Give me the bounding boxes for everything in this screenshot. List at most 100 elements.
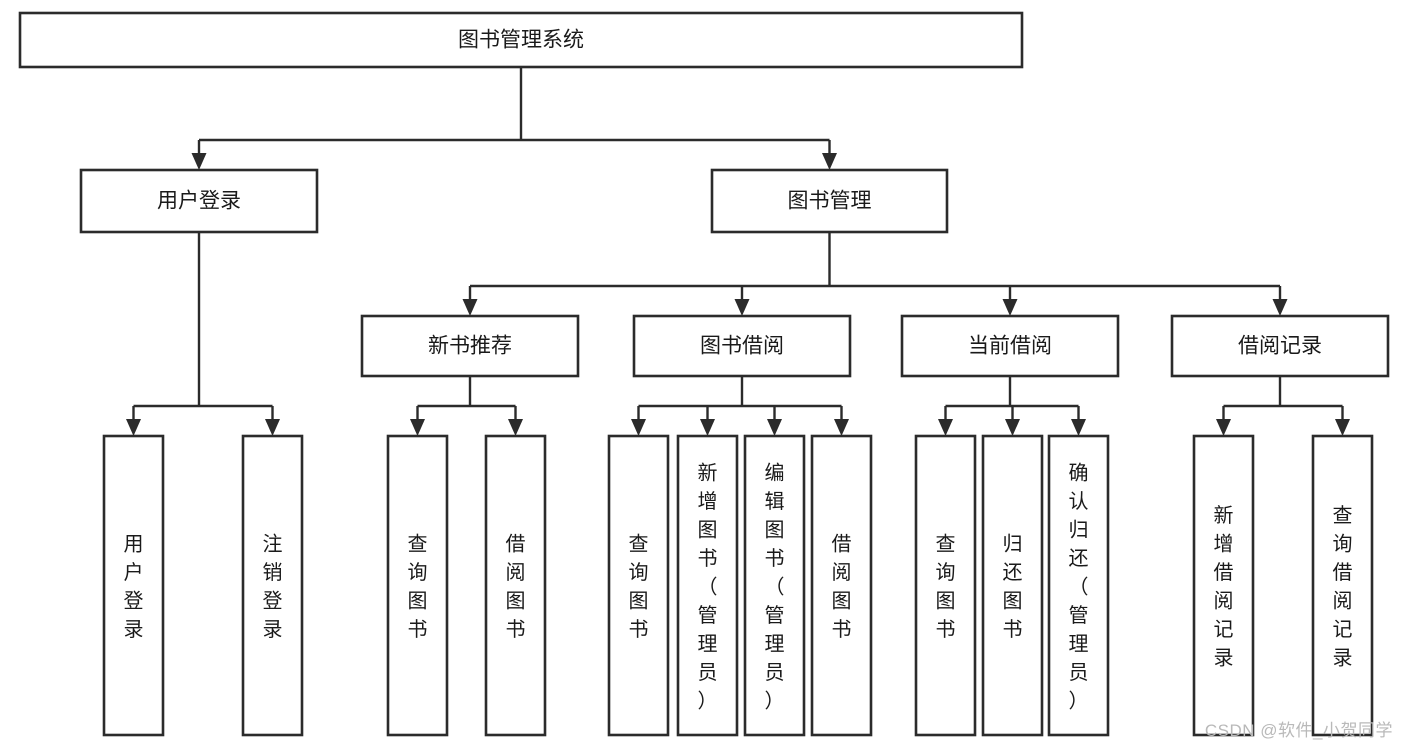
node-label-char: 理 (1069, 633, 1089, 655)
arrow-head-icon (462, 299, 478, 316)
node-box[interactable] (710, 168, 949, 234)
node-label-char: 归 (1069, 518, 1089, 541)
node-label-char: 询 (629, 561, 649, 584)
node-label: 图书借阅 (700, 335, 784, 358)
arrow-head-icon (1005, 419, 1020, 436)
node-label-char: 阅 (832, 561, 852, 584)
node-label: 注销登录 (263, 533, 283, 642)
node-box[interactable] (241, 434, 304, 737)
node-leaf-edit-book[interactable]: 编辑图书（管理员） (743, 434, 806, 737)
node-book-manage[interactable]: 图书管理 (710, 168, 949, 234)
node-leaf-confirm-return[interactable]: 确认归还（管理员） (1047, 434, 1110, 737)
node-box[interactable] (1047, 434, 1110, 737)
node-label-char: 阅 (506, 561, 526, 584)
node-label-char: 注 (263, 533, 283, 556)
node-label: 用户登录 (157, 190, 241, 213)
node-leaf-user-login[interactable]: 用户登录 (102, 434, 165, 737)
node-label-char: 阅 (1214, 590, 1234, 613)
node-box[interactable] (484, 434, 547, 737)
node-leaf-logout[interactable]: 注销登录 (241, 434, 304, 737)
node-user-login[interactable]: 用户登录 (79, 168, 319, 234)
node-box[interactable] (1192, 434, 1255, 737)
node-box[interactable] (981, 434, 1044, 737)
node-label-char: 管 (1069, 604, 1089, 627)
node-leaf-borrow-book-2[interactable]: 借阅图书 (810, 434, 873, 737)
node-label-char: 查 (936, 533, 956, 556)
node-box[interactable] (632, 314, 852, 378)
edge-group (1216, 376, 1350, 436)
node-box[interactable] (79, 168, 319, 234)
arrow-head-icon (1216, 419, 1231, 436)
csdn-watermark: CSDN @软件_小贺同学 (1204, 721, 1393, 740)
node-book-borrow[interactable]: 图书借阅 (632, 314, 852, 378)
node-label-char: 员 (698, 662, 718, 684)
node-label-char: 图 (832, 591, 852, 613)
node-borrow-record[interactable]: 借阅记录 (1170, 314, 1390, 378)
edge-group (191, 67, 837, 170)
node-box[interactable] (102, 434, 165, 737)
node-leaf-add-book[interactable]: 新增图书（管理员） (676, 434, 739, 737)
node-label-char: 书 (698, 547, 718, 570)
node-label-char: 图 (698, 519, 718, 541)
node-label-char: 员 (765, 662, 785, 684)
node-label: 新增借阅记录 (1214, 504, 1234, 670)
node-label-char: 询 (408, 561, 428, 584)
node-label-char: 书 (506, 618, 526, 641)
arrow-head-icon (265, 419, 280, 436)
node-label-char: 新 (1214, 504, 1234, 527)
node-label-char: 借 (506, 533, 526, 556)
node-label-char: 录 (263, 619, 283, 641)
node-label-char: ） (1069, 689, 1089, 712)
node-leaf-add-record[interactable]: 新增借阅记录 (1192, 434, 1255, 737)
node-label-char: 登 (124, 590, 144, 613)
node-leaf-query-book-1[interactable]: 查询图书 (386, 434, 449, 737)
node-box[interactable] (900, 314, 1120, 378)
node-current-borrow[interactable]: 当前借阅 (900, 314, 1120, 378)
node-label-char: 书 (832, 618, 852, 641)
node-leaf-borrow-book-1[interactable]: 借阅图书 (484, 434, 547, 737)
node-label-char: 录 (1214, 648, 1234, 670)
node-label-char: 管 (765, 604, 785, 627)
node-box[interactable] (810, 434, 873, 737)
arrow-head-icon (1002, 299, 1018, 316)
node-label-char: 增 (698, 490, 718, 513)
node-label-char: 图 (629, 591, 649, 613)
node-label: 图书管理系统 (458, 29, 584, 52)
node-label: 查询图书 (629, 533, 649, 642)
node-label-char: 记 (1214, 618, 1234, 641)
arrow-head-icon (834, 419, 849, 436)
node-leaf-query-book-3[interactable]: 查询图书 (914, 434, 977, 737)
node-label-char: 图 (936, 591, 956, 613)
arrow-head-icon (508, 419, 523, 436)
node-label-char: 销 (263, 561, 283, 584)
node-label: 用户登录 (124, 534, 144, 642)
arrow-head-icon (1335, 419, 1350, 436)
arrow-head-icon (938, 419, 953, 436)
node-label-char: 录 (124, 619, 144, 641)
node-box[interactable] (676, 434, 739, 737)
node-box[interactable] (743, 434, 806, 737)
node-label-char: 询 (1333, 533, 1353, 556)
arrow-head-icon (126, 419, 141, 436)
node-box[interactable] (386, 434, 449, 737)
node-root[interactable]: 图书管理系统 (18, 11, 1024, 69)
node-box[interactable] (360, 314, 580, 378)
node-box[interactable] (914, 434, 977, 737)
node-label-char: 查 (1333, 504, 1353, 527)
node-label-char: 还 (1069, 547, 1089, 570)
node-leaf-query-record[interactable]: 查询借阅记录 (1311, 434, 1374, 737)
node-box[interactable] (1311, 434, 1374, 737)
node-box[interactable] (607, 434, 670, 737)
edge-group (631, 376, 849, 436)
node-label-char: 理 (765, 633, 785, 655)
node-label-char: 录 (1333, 648, 1353, 670)
node-box[interactable] (1170, 314, 1390, 378)
edge-group (462, 232, 1288, 316)
node-label-char: 登 (263, 590, 283, 613)
node-box[interactable] (18, 11, 1024, 69)
node-leaf-query-book-2[interactable]: 查询图书 (607, 434, 670, 737)
node-new-book-rec[interactable]: 新书推荐 (360, 314, 580, 378)
node-leaf-return-book[interactable]: 归还图书 (981, 434, 1044, 737)
